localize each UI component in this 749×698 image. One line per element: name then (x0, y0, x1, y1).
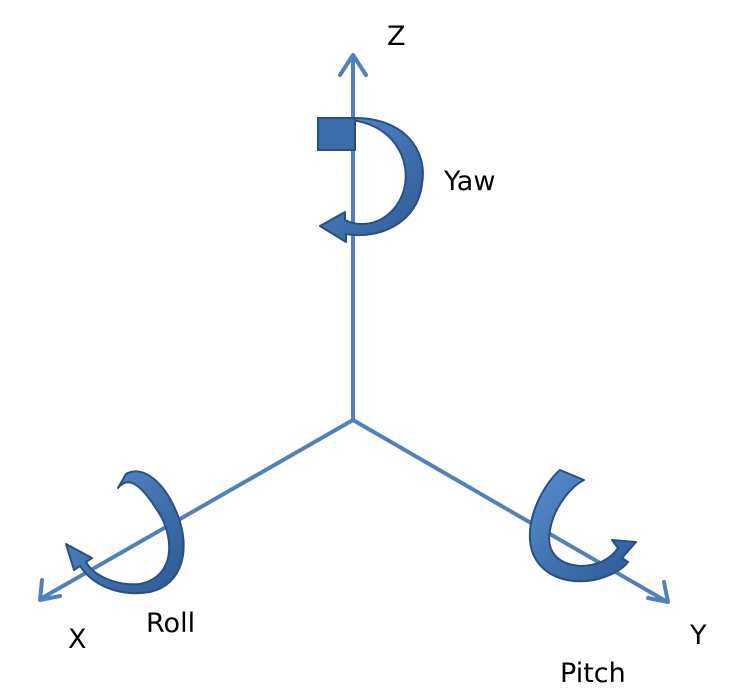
y-axis-label: Y (689, 620, 707, 651)
yaw-rotation-icon (317, 117, 424, 243)
yaw-label: Yaw (443, 166, 495, 197)
z-axis-label: Z (387, 21, 406, 52)
y-axis-line (351, 418, 666, 602)
roll-rotation-icon (65, 470, 185, 595)
axis-arrowheads (38, 53, 670, 604)
z-arrowhead-icon (338, 53, 368, 77)
x-arrowhead-icon (38, 578, 62, 602)
roll-label: Roll (146, 608, 195, 639)
pitch-rotation-icon (528, 469, 637, 583)
x-axis-line (40, 418, 355, 600)
x-axis-label: X (68, 624, 87, 655)
pitch-label: Pitch (560, 658, 626, 689)
y-arrowhead-icon (646, 580, 670, 604)
